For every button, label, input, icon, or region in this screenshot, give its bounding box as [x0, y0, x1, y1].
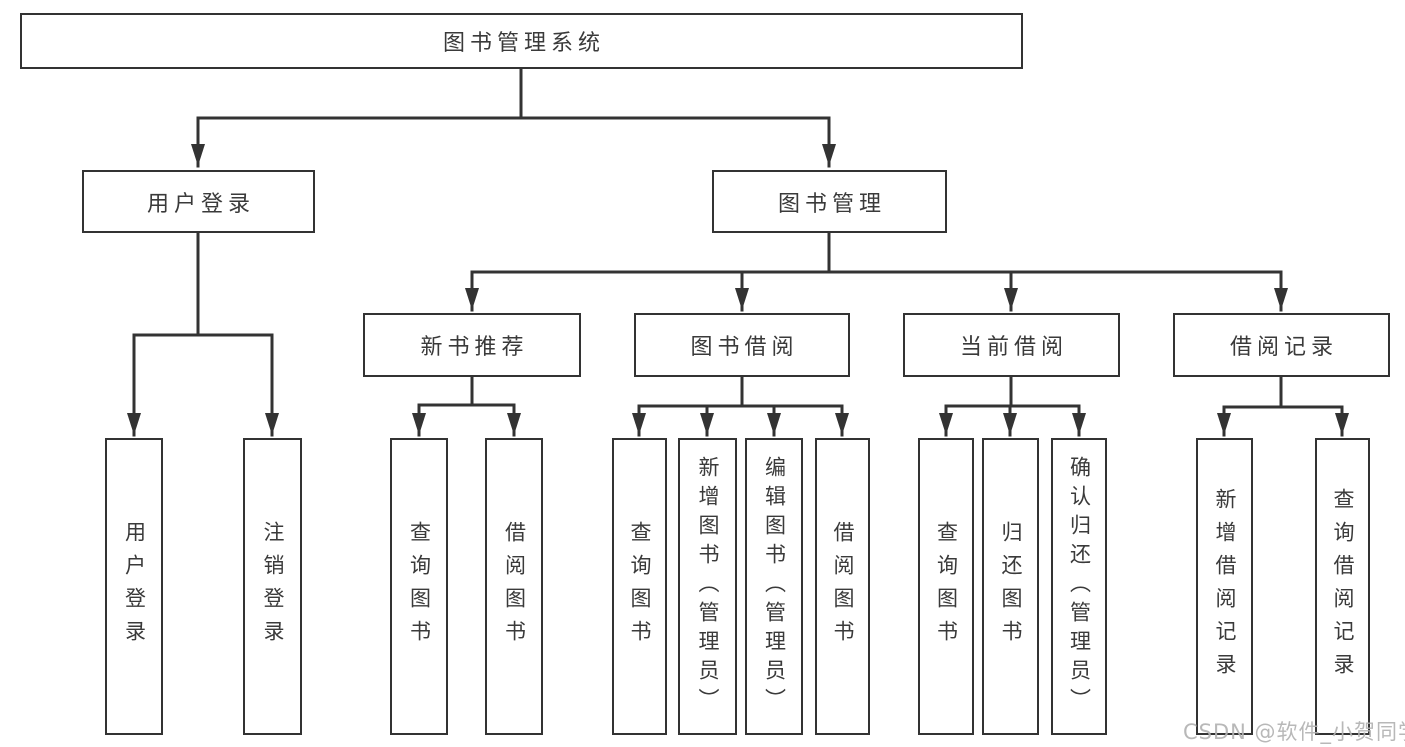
node-book-management: 图书管理 — [712, 170, 947, 233]
node-leaf-nb-query-books: 查询图书 — [390, 438, 448, 735]
csdn-watermark: CSDN @软件_小贺同学 — [1183, 720, 1405, 744]
node-leaf-cb-return-books: 归还图书 — [982, 438, 1039, 735]
node-leaf-bb-query-books-label: 查询图书 — [628, 520, 652, 653]
node-library-management-system-label: 图书管理系统 — [442, 31, 605, 56]
node-leaf-cb-query-books: 查询图书 — [918, 438, 974, 735]
node-leaf-user-login-label: 用户登录 — [122, 520, 147, 653]
node-new-book-recommend: 新书推荐 — [363, 313, 581, 377]
connector-new-book-recommend-children — [412, 375, 521, 437]
node-leaf-br-add-record: 新增借阅记录 — [1196, 438, 1253, 735]
node-user-login-label: 用户登录 — [146, 191, 255, 217]
node-leaf-br-query-record-label: 查询借阅记录 — [1331, 487, 1355, 686]
node-leaf-nb-borrow-books: 借阅图书 — [485, 438, 543, 735]
connector-book-borrowing-children — [632, 375, 849, 437]
node-leaf-cb-query-books-label: 查询图书 — [934, 520, 959, 653]
node-new-book-recommend-label: 新书推荐 — [420, 335, 529, 360]
node-library-management-system: 图书管理系统 — [20, 13, 1023, 69]
node-leaf-logout-label: 注销登录 — [261, 520, 285, 653]
node-user-login: 用户登录 — [82, 170, 315, 233]
node-leaf-bb-edit-books-admin: 编辑图书（管理员） — [745, 438, 803, 735]
node-leaf-cb-confirm-return-admin-label: 确认归还（管理员） — [1067, 456, 1092, 717]
node-leaf-bb-add-books-admin: 新增图书（管理员） — [678, 438, 737, 735]
node-leaf-bb-query-books: 查询图书 — [612, 438, 667, 735]
node-leaf-nb-query-books-label: 查询图书 — [407, 520, 432, 653]
node-leaf-user-login: 用户登录 — [105, 438, 163, 735]
node-leaf-br-query-record: 查询借阅记录 — [1315, 438, 1370, 735]
connector-user-login-children — [127, 231, 279, 437]
node-leaf-br-add-record-label: 新增借阅记录 — [1213, 487, 1237, 686]
node-leaf-bb-borrow-books-label: 借阅图书 — [831, 520, 855, 653]
node-leaf-cb-return-books-label: 归还图书 — [999, 520, 1023, 653]
node-leaf-nb-borrow-books-label: 借阅图书 — [502, 520, 527, 653]
node-book-borrowing: 图书借阅 — [634, 313, 850, 377]
node-current-borrowing: 当前借阅 — [903, 313, 1120, 377]
node-borrow-records: 借阅记录 — [1173, 313, 1390, 377]
connector-borrow-records-children — [1217, 375, 1349, 437]
node-leaf-logout: 注销登录 — [243, 438, 302, 735]
connector-current-borrowing-children — [939, 375, 1086, 437]
node-leaf-bb-edit-books-admin-label: 编辑图书（管理员） — [762, 456, 787, 717]
connector-root-to-level2 — [191, 67, 836, 168]
node-leaf-bb-add-books-admin-label: 新增图书（管理员） — [696, 456, 720, 717]
node-current-borrowing-label: 当前借阅 — [959, 335, 1068, 360]
node-borrow-records-label: 借阅记录 — [1229, 335, 1338, 360]
node-book-management-label: 图书管理 — [777, 191, 886, 217]
node-leaf-bb-borrow-books: 借阅图书 — [815, 438, 870, 735]
node-book-borrowing-label: 图书借阅 — [690, 335, 799, 360]
node-leaf-cb-confirm-return-admin: 确认归还（管理员） — [1051, 438, 1107, 735]
connector-book-management-children — [465, 231, 1288, 312]
